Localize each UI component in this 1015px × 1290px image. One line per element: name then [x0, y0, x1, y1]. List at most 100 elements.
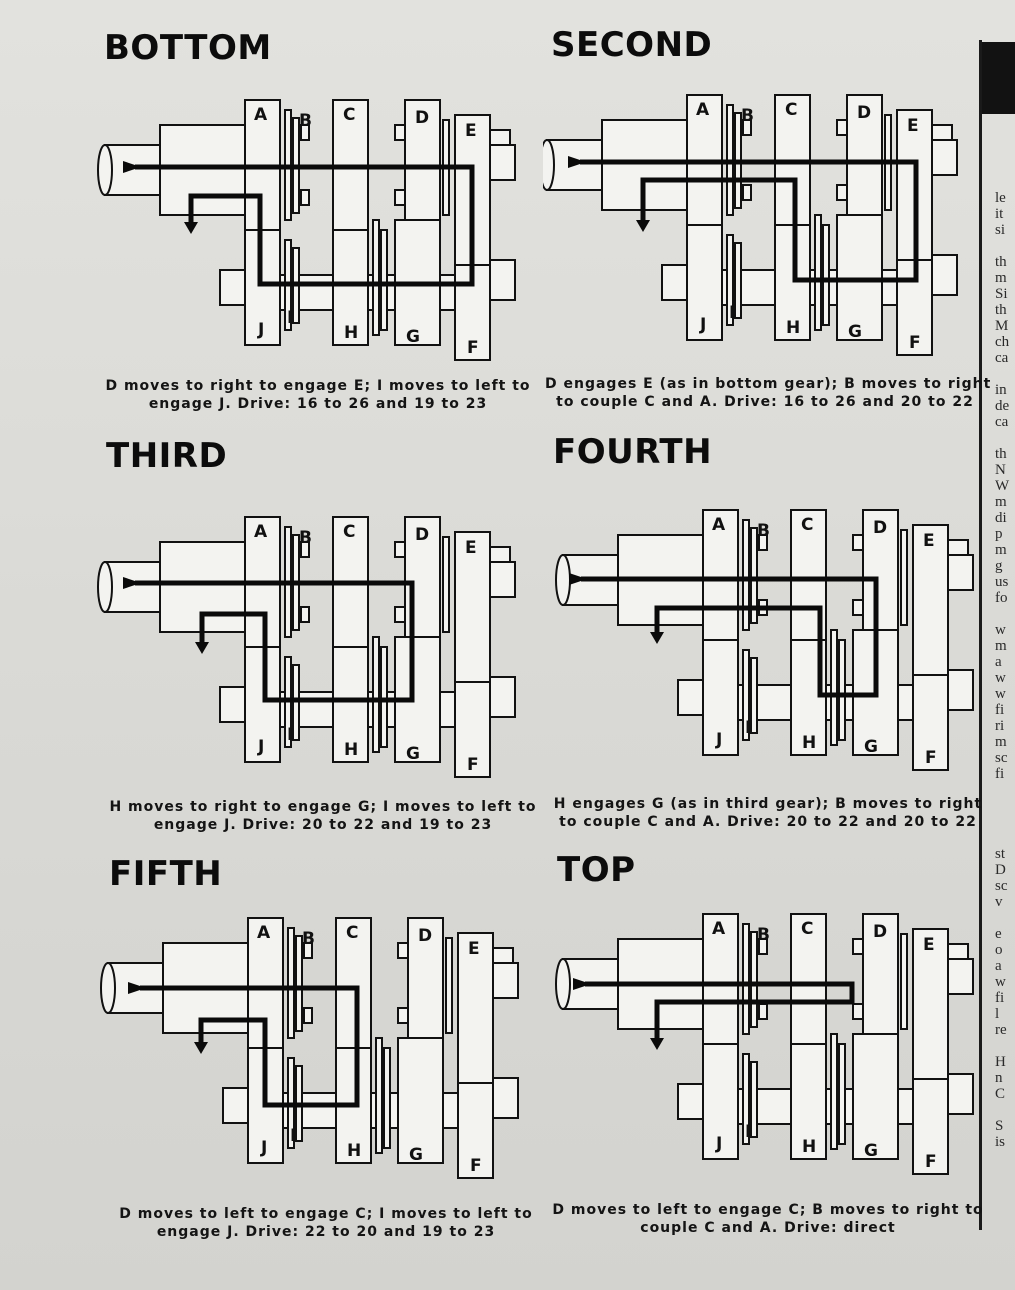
margin-fragment: fi	[995, 766, 1005, 782]
gear-label-i: I	[287, 308, 293, 328]
drive-path-line	[135, 164, 475, 287]
clutch-b-tooth	[300, 606, 310, 623]
clutch-b-tooth	[300, 541, 310, 558]
gear-label-h: H	[786, 318, 800, 338]
gear-label-d: D	[415, 108, 429, 128]
margin-fragment: th	[995, 254, 1007, 270]
margin-fragment: Si	[995, 286, 1008, 302]
gear-label-j: J	[260, 1138, 267, 1158]
gear-d-tooth	[852, 599, 864, 616]
panel-caption: D engages E (as in bottom gear); B moves…	[545, 375, 992, 411]
margin-fragment: S	[995, 1118, 1004, 1134]
gear-label-h: H	[802, 733, 816, 753]
gear-label-g: G	[864, 737, 878, 757]
column-divider	[979, 40, 982, 1230]
gear-f	[896, 259, 933, 356]
margin-fragment	[995, 430, 1015, 446]
gear-label-f: F	[925, 1152, 937, 1172]
layshaft-right-stub	[947, 669, 974, 711]
drive-output-arrow	[195, 642, 209, 654]
gear-e	[457, 932, 494, 1084]
gear-label-d: D	[873, 518, 887, 538]
gear-label-e: E	[923, 531, 935, 551]
gear-label-j: J	[715, 1134, 722, 1154]
gear-label-j: J	[699, 315, 706, 335]
clutch-i-disc	[750, 657, 758, 734]
gear-label-c: C	[343, 105, 355, 125]
clutch-i-disc	[742, 1053, 750, 1145]
clutch-h-disc	[830, 1033, 838, 1150]
input-shaft-end	[555, 554, 571, 606]
panel-title: SECOND	[551, 25, 713, 65]
gear-label-i: I	[745, 718, 751, 738]
caption-line: to couple C and A. Drive: 20 to 22 and 2…	[559, 814, 977, 830]
gear-label-b: B	[757, 521, 770, 541]
margin-fragment	[995, 814, 1015, 830]
caption-line: couple C and A. Drive: direct	[640, 1220, 896, 1236]
margin-fragment: M	[995, 318, 1009, 334]
margin-fragment: a	[995, 958, 1002, 974]
margin-fragment: e	[995, 926, 1002, 942]
margin-fragment: w	[995, 686, 1006, 702]
gear-label-h: H	[344, 740, 358, 760]
caption-line: H moves to right to engage G; I moves to…	[109, 799, 537, 815]
clutch-h-disc	[822, 224, 830, 326]
gear-label-g: G	[864, 1141, 878, 1161]
drive-input-arrow	[568, 156, 586, 168]
panel-caption: D moves to right to engage E; I moves to…	[98, 377, 538, 413]
gear-label-f: F	[925, 748, 937, 768]
margin-fragment: fi	[995, 702, 1005, 718]
gear-d-tooth	[397, 1007, 409, 1024]
layshaft-right-stub	[931, 254, 958, 296]
drive-output-arrow	[650, 632, 664, 644]
gear-label-d: D	[873, 922, 887, 942]
gear-f	[912, 1078, 949, 1175]
mainshaft-hub	[159, 541, 251, 633]
gear-label-c: C	[785, 100, 797, 120]
gear-d-tooth	[394, 124, 406, 141]
layshaft-right-stub	[489, 676, 516, 718]
clutch-b-tooth	[303, 1007, 313, 1024]
panel-title: THIRD	[106, 436, 228, 476]
margin-fragment: D	[995, 862, 1006, 878]
gear-e-clutch	[900, 933, 908, 1030]
clutch-h-disc	[375, 1037, 383, 1154]
gear-d-tooth	[852, 938, 864, 955]
margin-fragment: ca	[995, 350, 1009, 366]
clutch-h-disc	[372, 219, 380, 336]
clutch-b-disc	[742, 923, 750, 1035]
margin-fragment: N	[995, 462, 1006, 478]
gear-label-e: E	[465, 538, 477, 558]
margin-fragment: m	[995, 734, 1007, 750]
panel-title: FOURTH	[553, 432, 713, 472]
clutch-b-tooth	[303, 942, 313, 959]
drive-path-line	[140, 985, 360, 1108]
margin-fragment: re	[995, 1022, 1007, 1038]
clutch-b-tooth	[758, 1003, 768, 1020]
gear-label-c: C	[343, 522, 355, 542]
gear-d-tooth	[397, 942, 409, 959]
margin-fragment: si	[995, 222, 1006, 238]
gear-e	[454, 531, 491, 683]
margin-fragment: le	[995, 190, 1006, 206]
clutch-b-tooth	[742, 184, 752, 201]
caption-line: D engages E (as in bottom gear); B moves…	[545, 376, 992, 392]
gear-label-f: F	[467, 755, 479, 775]
margin-fragment: it	[995, 206, 1004, 222]
gear-label-g: G	[406, 327, 420, 347]
clutch-h-disc	[380, 229, 388, 331]
gear-e-clutch	[442, 536, 450, 633]
margin-fragment: w	[995, 670, 1006, 686]
margin-fragment: W	[995, 478, 1010, 494]
margin-fragment: g	[995, 558, 1003, 574]
gear-label-b: B	[302, 929, 315, 949]
gear-label-h: H	[344, 323, 358, 343]
drive-input-arrow	[569, 573, 587, 585]
clutch-h-disc	[380, 646, 388, 748]
clutch-b-disc	[750, 931, 758, 1028]
clutch-i-disc	[726, 234, 734, 326]
drive-output-arrow	[636, 220, 650, 232]
